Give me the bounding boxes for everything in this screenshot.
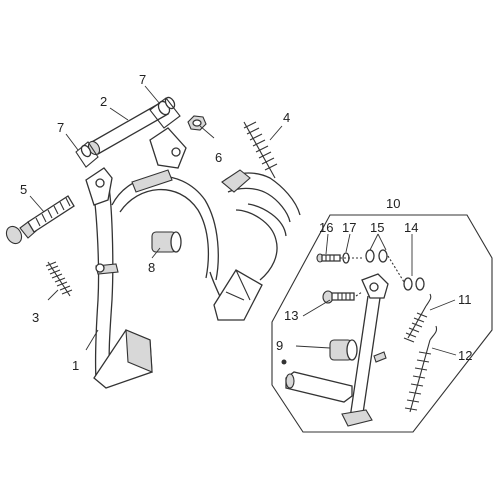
callout-12: 12 [458,348,472,363]
main-stand [85,127,301,389]
small-screw [316,253,341,263]
callout-16: 16 [319,220,333,235]
callout-6: 6 [215,150,222,165]
spring-11 [403,293,432,343]
washer-pair [365,249,388,263]
callout-5: 5 [20,182,27,197]
circlip-right [149,96,181,129]
washer-pair-14 [403,277,425,291]
callout-3: 3 [32,310,39,325]
callout-8: 8 [148,260,155,275]
nut [187,115,207,131]
callout-15: 15 [370,220,384,235]
circlip-left [75,141,99,168]
callout-10: 9 [276,338,283,353]
callout-1: 1 [72,358,79,373]
long-bolt [5,195,75,245]
callout-7-left: 7 [57,120,64,135]
callout-14: 14 [404,220,418,235]
callout-7-top: 7 [139,72,146,87]
small-spring [45,261,73,297]
bolt-13 [322,290,355,304]
callout-9: 10 [386,196,400,211]
callout-11: 11 [458,292,472,307]
side-stand [285,255,405,427]
spring-12 [404,325,438,413]
callout-4: 4 [283,110,290,125]
bushing [151,231,182,253]
pivot-shaft [87,100,171,156]
spring-4 [243,121,278,179]
callout-17: 17 [342,220,356,235]
side-stand-group-outline [271,214,493,433]
reference-dot [281,359,287,365]
callout-13: 13 [284,308,298,323]
callout-2: 2 [100,94,107,109]
leader-lines [29,85,457,356]
